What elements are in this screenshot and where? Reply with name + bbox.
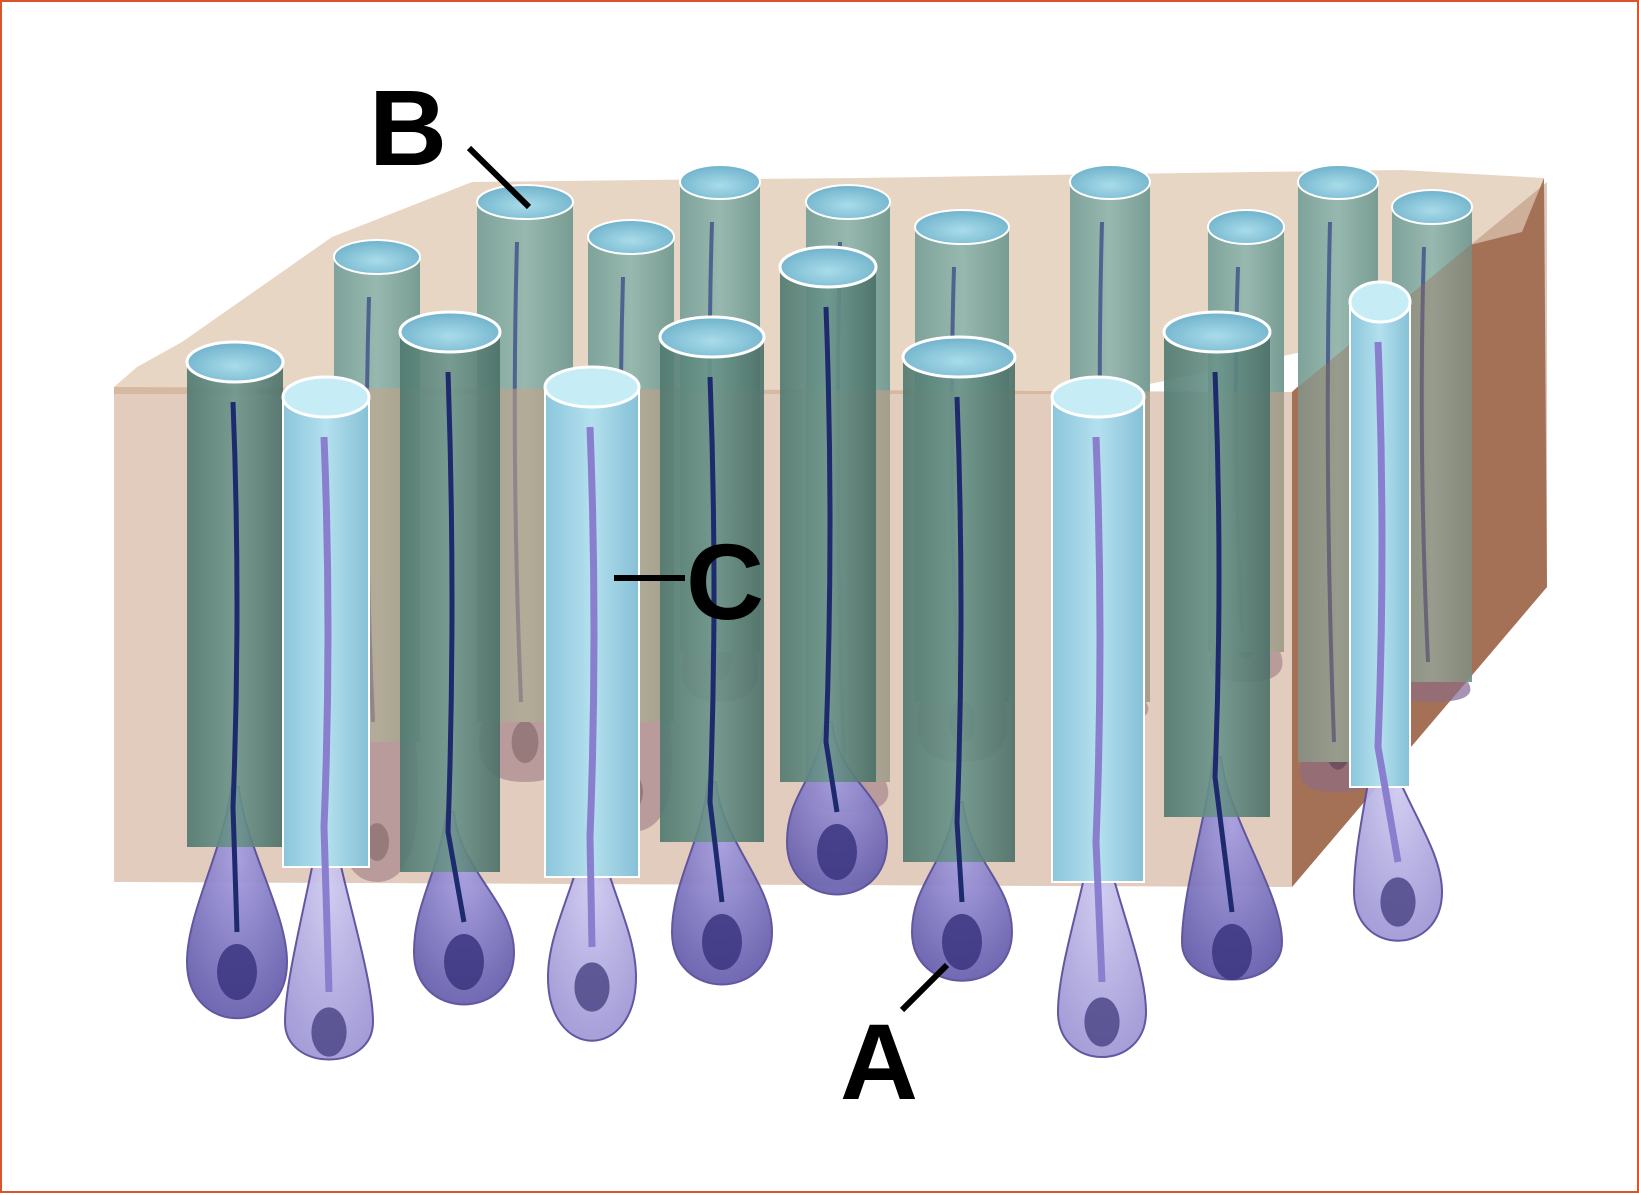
receptor-cell-nucleus (942, 914, 982, 970)
front-tubule-8 (1052, 377, 1146, 1057)
dendritic-process (590, 427, 594, 947)
receptor-cell-nucleus (444, 934, 484, 990)
tubule-opening (903, 337, 1015, 377)
tubule-opening (187, 342, 283, 382)
back-tubule-opening (588, 220, 674, 254)
front-tubule-4 (545, 367, 639, 1041)
label-c: C (686, 521, 764, 642)
receptor-cell-nucleus (217, 944, 257, 1000)
tubule-opening (1350, 282, 1410, 322)
back-tubule-opening (915, 210, 1009, 244)
front-tubule-3 (400, 312, 514, 1005)
back-tubule-opening (1298, 165, 1378, 199)
tubule-opening (400, 312, 500, 352)
receptor-cell-nucleus (574, 962, 609, 1011)
front-tubule-2 (283, 377, 373, 1060)
tubule-opening (283, 377, 369, 417)
front-tubule-1 (187, 342, 287, 1018)
back-tubule-opening (334, 240, 420, 274)
tubule-opening (1052, 377, 1144, 417)
back-tubule-opening (680, 165, 760, 199)
tubule-opening (1164, 312, 1270, 352)
receptor-cell-nucleus (1380, 877, 1415, 926)
dendritic-process (324, 437, 329, 992)
back-tubule-opening (1208, 210, 1284, 244)
label-b: B (369, 67, 447, 188)
receptor-cell-nucleus (311, 1007, 346, 1056)
receptor-cell-nucleus (1212, 924, 1252, 980)
back-tubule-opening (1070, 165, 1150, 199)
receptor-cell-nucleus (1084, 997, 1119, 1046)
back-tubule-opening (806, 185, 890, 219)
receptor-cell-nucleus (702, 914, 742, 970)
tubule-opening (545, 367, 639, 407)
back-tubule-opening (1392, 190, 1472, 224)
label-a: A (840, 1001, 918, 1122)
receptor-cell-nucleus (817, 824, 857, 880)
tubule-opening (780, 247, 876, 287)
dendritic-process (1096, 437, 1102, 982)
tubule-opening (660, 317, 764, 357)
